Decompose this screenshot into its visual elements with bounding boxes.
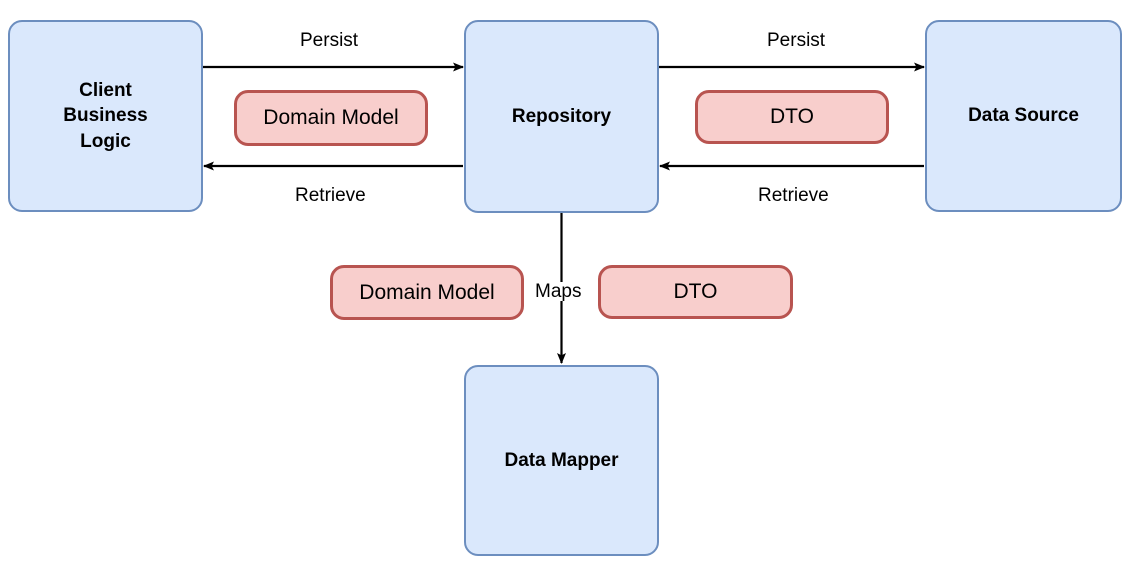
payload-domain-model-bottom-label: Domain Model bbox=[359, 280, 495, 304]
payload-domain-model-bottom[interactable]: Domain Model bbox=[330, 265, 524, 320]
payload-dto-right-label: DTO bbox=[770, 105, 814, 128]
edge-label-client-to-repository: Persist bbox=[296, 31, 363, 50]
payload-dto-bottom[interactable]: DTO bbox=[598, 265, 793, 319]
node-client-business-logic-label: Client Business Logic bbox=[63, 79, 148, 152]
node-repository[interactable]: Repository bbox=[464, 20, 659, 213]
node-repository-label: Repository bbox=[511, 105, 612, 127]
edge-label-repository-to-data-source: Persist bbox=[763, 31, 830, 50]
payload-dto-right[interactable]: DTO bbox=[695, 90, 889, 144]
payload-domain-model-left-label: Domain Model bbox=[263, 106, 399, 129]
node-data-source-label: Data Source bbox=[968, 105, 1079, 127]
payload-dto-bottom-label: DTO bbox=[673, 280, 718, 303]
payload-domain-model-left[interactable]: Domain Model bbox=[234, 90, 428, 146]
node-data-source[interactable]: Data Source bbox=[925, 20, 1122, 212]
node-data-mapper[interactable]: Data Mapper bbox=[464, 365, 659, 556]
edge-label-repository-to-client: Retrieve bbox=[291, 186, 370, 205]
edge-label-data-source-to-repository: Retrieve bbox=[754, 186, 833, 205]
node-client-business-logic[interactable]: Client Business Logic bbox=[8, 20, 203, 212]
edge-label-repository-to-data-mapper: Maps bbox=[531, 282, 586, 301]
node-data-mapper-label: Data Mapper bbox=[504, 449, 619, 471]
